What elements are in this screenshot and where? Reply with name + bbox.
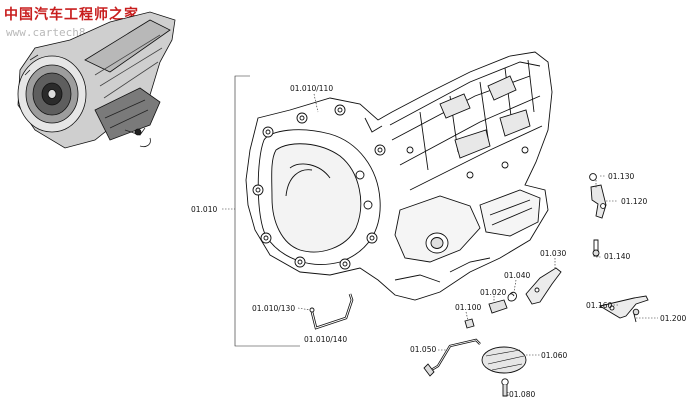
label-01-100: 01.100 (455, 303, 481, 312)
label-01-030: 01.030 (540, 249, 566, 258)
sensor-bracket-parts (589, 173, 607, 257)
label-01-040: 01.040 (504, 271, 530, 280)
label-01-010-130: 01.010/130 (252, 304, 295, 313)
label-01-140: 01.140 (604, 252, 630, 261)
part-labels: 01.010 01.010/110 01.010/130 01.010/140 … (191, 84, 686, 399)
overview-transmission-illustration (17, 11, 176, 149)
label-01-010: 01.010 (191, 205, 217, 214)
label-01-160: 01.160 (586, 301, 612, 310)
transmission-housing (245, 51, 553, 301)
watermark-title: 中国汽车工程师之家 (4, 7, 139, 23)
housing-bracket-line (234, 75, 300, 347)
label-01-060: 01.060 (541, 351, 567, 360)
label-01-010-140: 01.010/140 (304, 335, 347, 344)
cable-bracket-parts (598, 295, 649, 323)
leader-lines (222, 75, 658, 396)
label-01-130: 01.130 (608, 172, 634, 181)
label-01-050: 01.050 (410, 345, 436, 354)
label-01-120: 01.120 (621, 197, 647, 206)
label-01-080: 01.080 (509, 390, 535, 399)
label-01-010-110: 01.010/110 (290, 84, 333, 93)
breather-pipe-part (309, 293, 354, 330)
label-01-020: 01.020 (480, 288, 506, 297)
valve-body-parts (423, 338, 527, 397)
label-01-200: 01.200 (660, 314, 686, 323)
selector-lever-parts (464, 267, 562, 329)
